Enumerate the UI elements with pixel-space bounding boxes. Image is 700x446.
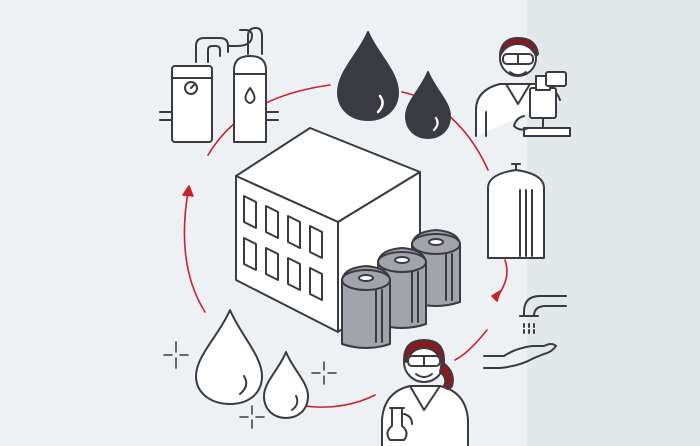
arrow-head-left xyxy=(182,185,194,197)
gray-tanks-icon xyxy=(341,229,461,349)
oil-drop-small xyxy=(405,71,451,139)
sparkle-icon xyxy=(163,341,337,429)
faucet-hand-icon xyxy=(483,295,567,369)
cycle-arc-bottom xyxy=(299,394,376,408)
factory-windows xyxy=(243,195,323,301)
gray-tank-1 xyxy=(341,265,391,349)
oil-drop-large xyxy=(337,31,399,121)
water-boiler-tanks-icon xyxy=(159,27,279,143)
clean-water-drops-icon xyxy=(163,309,337,429)
cycle-arc-bottom-right xyxy=(454,329,488,361)
cycle-arc-left xyxy=(183,191,206,313)
storage-tank-icon xyxy=(487,163,545,259)
water-drop-large xyxy=(195,309,263,405)
gray-tank-2 xyxy=(377,247,427,329)
scientist-with-flask-icon xyxy=(381,339,469,446)
oil-drops-icon xyxy=(337,31,451,139)
arrow-head-right xyxy=(491,290,501,302)
scientist-with-microscope-icon xyxy=(475,37,571,137)
water-drop-small xyxy=(263,351,309,419)
